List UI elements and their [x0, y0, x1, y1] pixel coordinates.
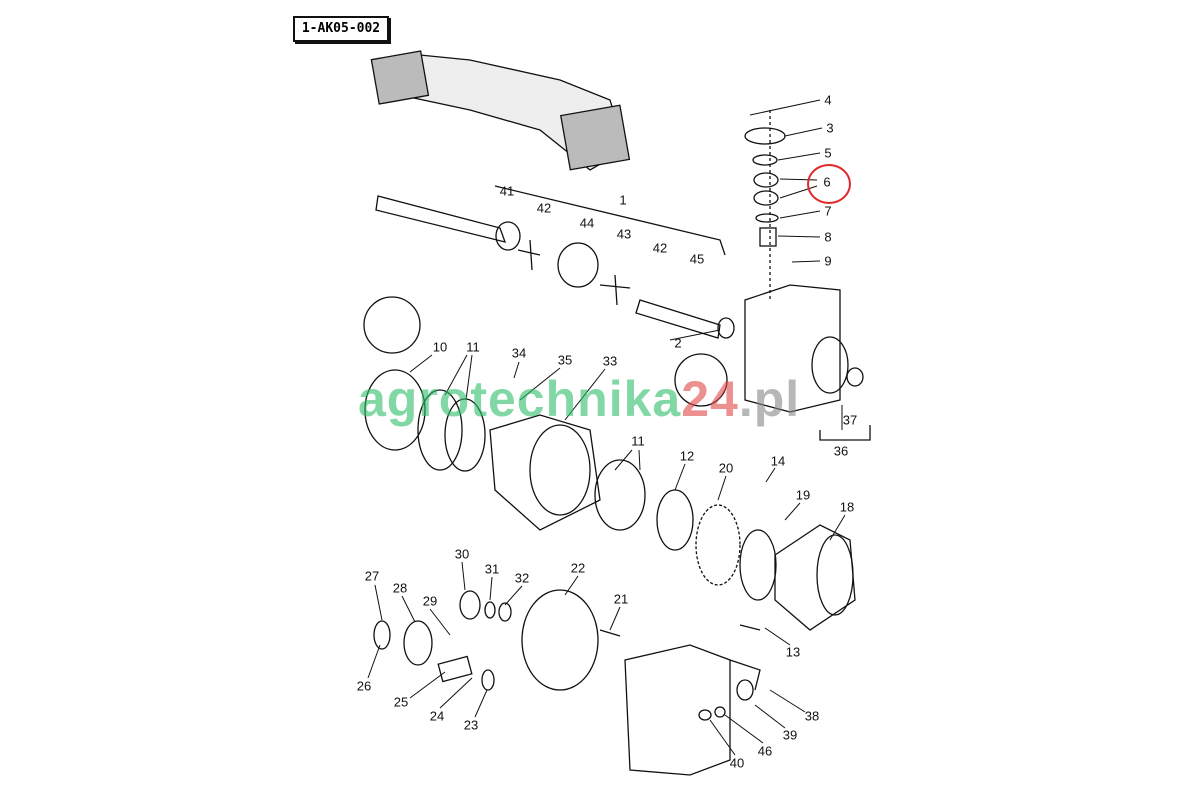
part-label[interactable]: 18 [839, 499, 855, 515]
part-label[interactable]: 26 [356, 678, 372, 694]
part-label[interactable]: 21 [613, 591, 629, 607]
part-label[interactable]: 43 [616, 226, 632, 242]
part-label[interactable]: 9 [824, 253, 832, 269]
seal-detail-inset [674, 353, 728, 407]
part-label[interactable]: 4 [824, 92, 832, 108]
watermark: agrotechnika24.pl [358, 374, 800, 424]
highlight-circle [807, 164, 851, 204]
part-label[interactable]: 25 [393, 694, 409, 710]
leader-lines [367, 99, 846, 756]
part-label[interactable]: 45 [689, 251, 705, 267]
part-label-highlighted[interactable]: 6 [823, 174, 831, 190]
part-label[interactable]: 30 [454, 546, 470, 562]
part-label[interactable]: 23 [463, 717, 479, 733]
part-label[interactable]: 11 [631, 433, 645, 449]
part-label[interactable]: 32 [514, 570, 530, 586]
part-label[interactable]: 42 [652, 240, 668, 256]
wheel-hub-drawing [364, 369, 856, 691]
part-label[interactable]: 27 [364, 568, 380, 584]
part-label[interactable]: 24 [429, 708, 445, 724]
axle-assembly-drawing [370, 50, 631, 171]
part-label[interactable]: 38 [804, 708, 820, 724]
watermark-text-grey: .pl [738, 371, 801, 427]
part-label[interactable]: 11 [466, 339, 480, 355]
part-label[interactable]: 40 [729, 755, 745, 771]
part-label[interactable]: 7 [824, 203, 832, 219]
part-label[interactable]: 5 [824, 145, 832, 161]
part-label[interactable]: 44 [579, 215, 595, 231]
part-label[interactable]: 12 [679, 448, 695, 464]
watermark-text-green: agrotechnika [358, 371, 682, 427]
part-label[interactable]: 3 [826, 120, 834, 136]
part-label[interactable]: 20 [718, 460, 734, 476]
part-label[interactable]: 41 [499, 183, 515, 199]
part-label[interactable]: 8 [824, 229, 832, 245]
part-label[interactable]: 2 [674, 335, 682, 351]
part-label[interactable]: 1 [619, 192, 627, 208]
part-label[interactable]: 31 [484, 561, 500, 577]
part-label[interactable]: 19 [795, 487, 811, 503]
part-label[interactable]: 33 [602, 353, 618, 369]
part-label[interactable]: 42 [536, 200, 552, 216]
watermark-text-red: 24 [681, 371, 739, 427]
part-label[interactable]: 35 [557, 352, 573, 368]
part-label[interactable]: 36 [833, 443, 849, 459]
part-label[interactable]: 34 [511, 345, 527, 361]
part-label[interactable]: 46 [757, 743, 773, 759]
steering-knuckle-drawing [624, 644, 761, 776]
drive-shaft-drawing [375, 185, 735, 339]
part-label[interactable]: 10 [432, 339, 448, 355]
part-label[interactable]: 14 [770, 453, 786, 469]
part-label[interactable]: 29 [422, 593, 438, 609]
seal-detail-inset [363, 296, 421, 354]
part-label[interactable]: 13 [785, 644, 801, 660]
diagram-code-label: 1-AK05-002 [293, 16, 389, 42]
part-label[interactable]: 22 [570, 560, 586, 576]
part-label[interactable]: 39 [782, 727, 798, 743]
steering-housing-drawing [744, 110, 871, 441]
part-label[interactable]: 28 [392, 580, 408, 596]
part-label[interactable]: 37 [842, 412, 858, 428]
